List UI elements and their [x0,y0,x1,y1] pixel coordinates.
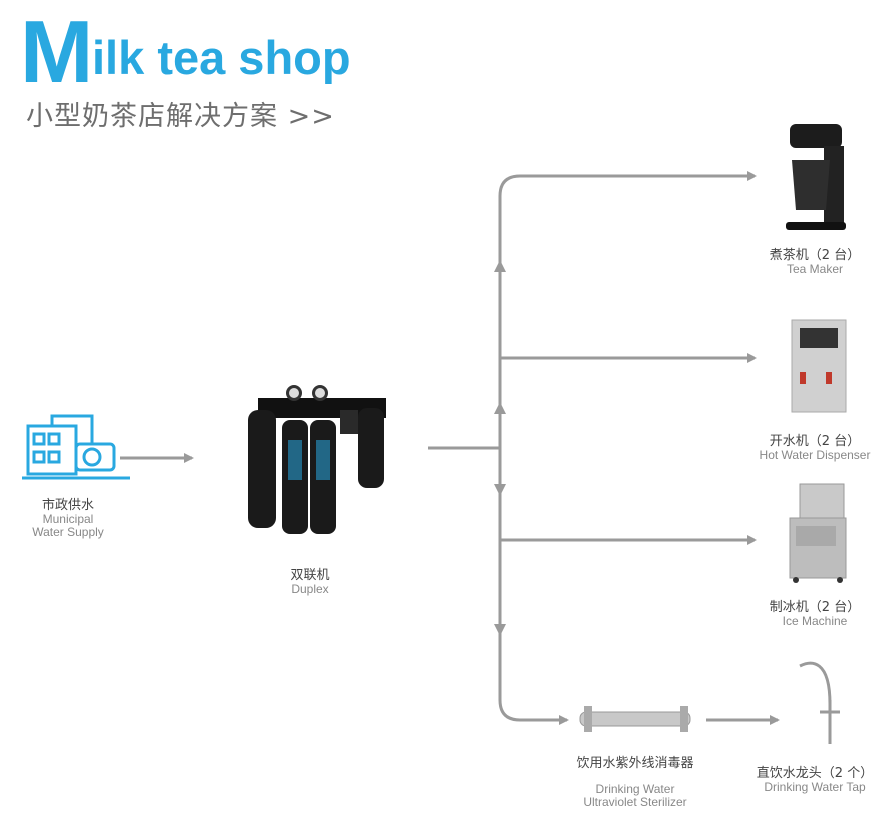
hot-water-label-cn: 开水机（2 台） [769,434,861,449]
tap-label-cn: 直饮水龙头（2 个） [756,766,874,781]
tea-maker-label-en: Tea Maker [786,262,844,276]
duplex-label: 双联机 Duplex [260,564,360,596]
flow-trunk [498,171,757,448]
trunk-arrow-up-1 [494,260,506,272]
faucet-icon [799,661,840,744]
ice-machine-label: 制冰机（2 台） Ice Machine [755,596,875,628]
title-initial: M [20,2,93,101]
trunk-arrow-up-2 [494,402,506,414]
uv-sterilizer-label-en-2: Ultraviolet Sterilizer [583,795,687,809]
hot-water-label-en: Hot Water Dispenser [759,448,871,462]
filter-system-icon [248,385,386,534]
tap-label: 直饮水龙头（2 个） Drinking Water Tap [745,762,885,794]
duplex-label-en: Duplex [291,582,329,596]
ice-machine-label-cn: 制冰机（2 台） [769,600,861,615]
source-label: 市政供水 Municipal Water Supply [18,494,118,539]
trunk-arrow-down-2 [494,624,506,636]
water-boiler-icon [791,319,847,413]
tap-label-en: Drinking Water Tap [764,780,866,794]
trunk-arrow-down-1 [494,484,506,496]
uv-sterilizer-label-cn: 饮用水紫外线消毒器 [576,756,694,771]
tea-maker-label: 煮茶机（2 台） Tea Maker [755,244,875,276]
uv-sterilizer-label-en-1: Drinking Water [595,782,675,796]
source-label-cn: 市政供水 [41,498,94,513]
ice-machine-label-en: Ice Machine [782,614,848,628]
building-pump-icon [22,414,130,480]
coffee-maker-icon [786,124,846,230]
uv-sterilizer-icon [579,706,691,732]
duplex-label-cn: 双联机 [290,568,330,583]
page-title: ilk tea shop [92,31,351,84]
source-label-en-2: Water Supply [32,525,104,539]
uv-sterilizer-label: 饮用水紫外线消毒器 Drinking Water Ultraviolet Ste… [565,752,705,809]
flow-to-uv [498,448,569,725]
page-subtitle: 小型奶茶店解决方案 >> [26,101,335,132]
ice-machine-icon [789,483,847,583]
tea-maker-label-cn: 煮茶机（2 台） [769,248,861,263]
source-label-en-1: Municipal [42,512,94,526]
hot-water-label: 开水机（2 台） Hot Water Dispenser [750,430,880,462]
